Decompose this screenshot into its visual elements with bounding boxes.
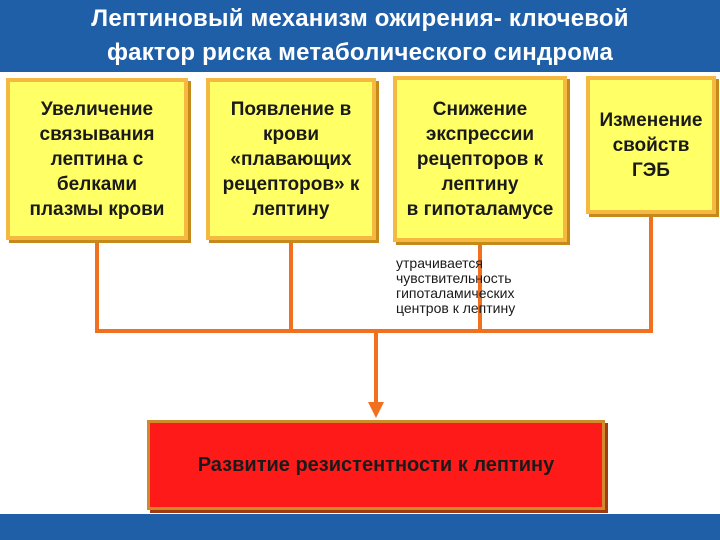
box-receptor-expression-text: Снижение экспрессии рецепторов к лептину… — [406, 98, 554, 220]
box-bbb-change-text: Изменение свойств ГЭБ — [599, 109, 703, 181]
box-floating-receptors-text: Появление в крови «плавающих рецепторов»… — [222, 98, 360, 220]
result-text: Развитие резистентности к лептину — [197, 453, 555, 476]
slide-title: Лептиновый механизм ожирения- ключевой ф… — [91, 5, 629, 66]
box-bbb-change: Изменение свойств ГЭБ — [586, 76, 716, 214]
box-floating-receptors: Появление в крови «плавающих рецепторов»… — [206, 78, 376, 240]
result-box: Развитие резистентности к лептину — [147, 420, 605, 510]
box-leptin-binding-text: Увеличение связывания лептина с белками … — [29, 98, 165, 220]
slide-footer — [0, 514, 720, 540]
slide-header: Лептиновый механизм ожирения- ключевой ф… — [0, 0, 720, 72]
box-leptin-binding: Увеличение связывания лептина с белками … — [6, 78, 188, 240]
sensitivity-note: утрачивается чувствительность гипоталами… — [396, 255, 516, 316]
arrow-head — [368, 402, 384, 418]
box-receptor-expression: Снижение экспрессии рецепторов к лептину… — [393, 76, 567, 242]
